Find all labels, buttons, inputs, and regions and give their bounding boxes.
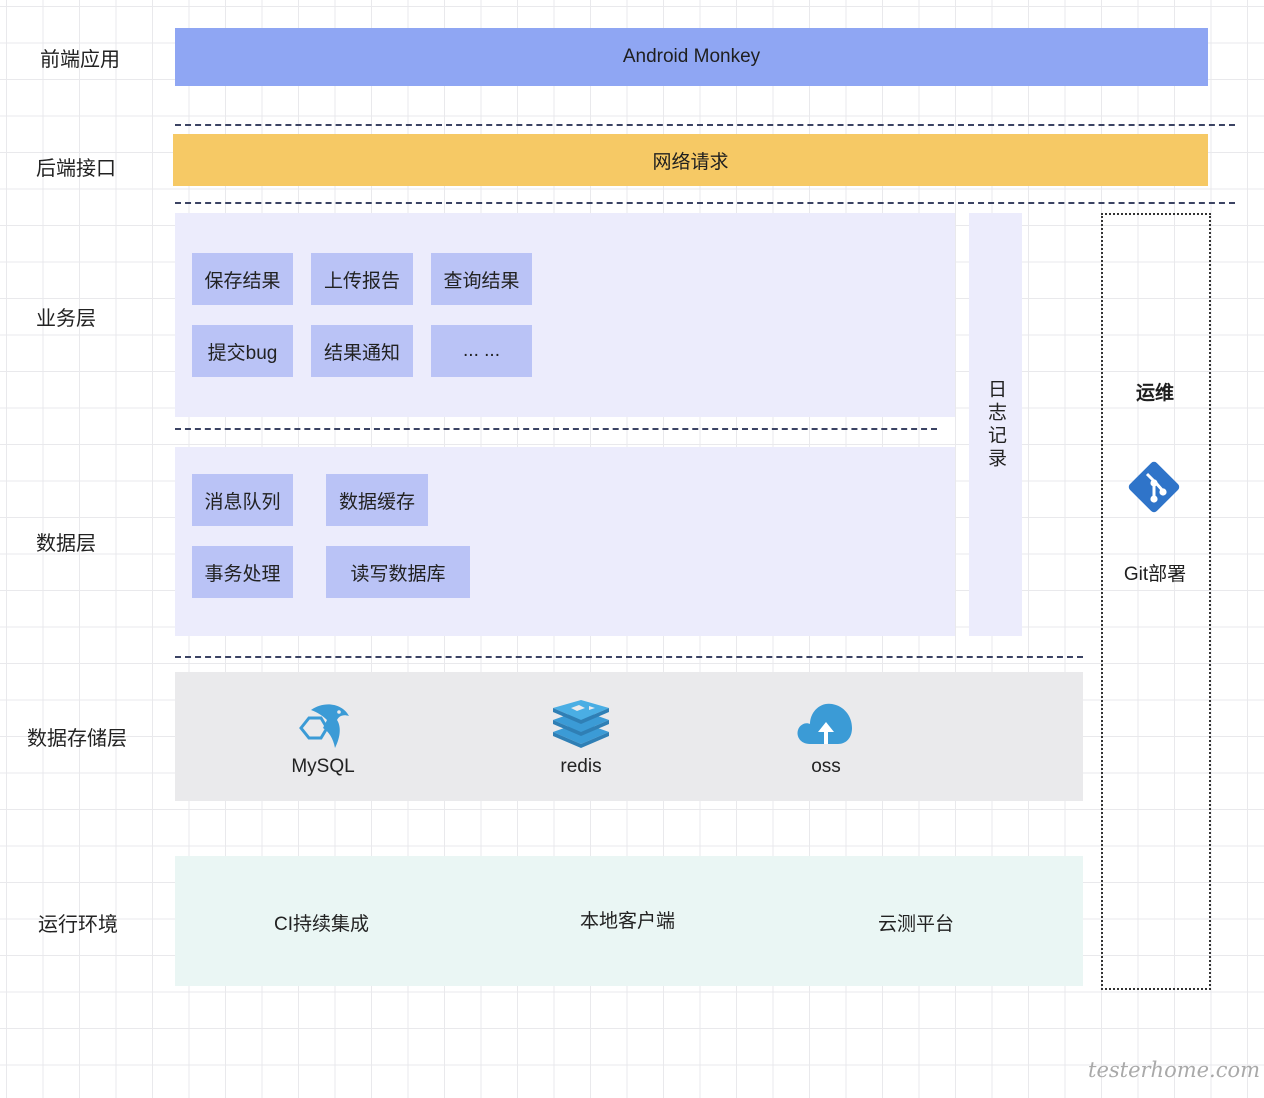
layer-label-business: 业务层 bbox=[36, 308, 96, 330]
cloud-upload-icon bbox=[797, 703, 852, 744]
redis-label: redis bbox=[560, 756, 602, 777]
business-panel bbox=[175, 213, 955, 417]
layer-label-storage: 数据存储层 bbox=[27, 728, 127, 750]
data-chip: 事务处理 bbox=[192, 546, 293, 598]
data-chip: 消息队列 bbox=[192, 474, 293, 526]
mysql-icon bbox=[299, 704, 349, 748]
runtime-item-local-client: 本地客户端 bbox=[580, 911, 676, 932]
runtime-item-cloud-test: 云测平台 bbox=[878, 914, 955, 935]
storage-item-redis: redis bbox=[526, 700, 636, 778]
storage-item-oss: oss bbox=[771, 700, 881, 778]
log-column: 日志记录 bbox=[969, 213, 1022, 636]
layer-label-backend: 后端接口 bbox=[36, 158, 116, 180]
divider-line bbox=[175, 124, 1235, 126]
ops-title: 运维 bbox=[1135, 383, 1174, 404]
git-icon bbox=[1128, 461, 1180, 513]
layer-label-frontend: 前端应用 bbox=[40, 49, 120, 71]
log-label: 日志记录 bbox=[985, 378, 1006, 471]
frontend-bar-label: Android Monkey bbox=[622, 46, 761, 67]
business-chip: ... ... bbox=[431, 325, 532, 377]
business-chip: 保存结果 bbox=[192, 253, 293, 305]
watermark: testerhome.com bbox=[1088, 1058, 1261, 1082]
runtime-item-ci: CI持续集成 bbox=[274, 914, 370, 935]
ops-box bbox=[1101, 213, 1211, 990]
oss-label: oss bbox=[811, 756, 841, 777]
storage-item-mysql: MySQL bbox=[268, 700, 378, 778]
business-chip: 上传报告 bbox=[311, 253, 413, 305]
mysql-label: MySQL bbox=[291, 756, 355, 777]
data-chip: 数据缓存 bbox=[326, 474, 428, 526]
divider-line bbox=[175, 202, 1235, 204]
data-panel bbox=[175, 447, 955, 636]
backend-bar: 网络请求 bbox=[173, 134, 1208, 186]
redis-icon bbox=[553, 700, 609, 748]
business-chip: 结果通知 bbox=[311, 325, 413, 377]
runtime-panel bbox=[175, 856, 1083, 986]
data-chip: 读写数据库 bbox=[326, 546, 470, 598]
layer-label-data: 数据层 bbox=[36, 533, 96, 555]
backend-bar-label: 网络请求 bbox=[652, 151, 729, 173]
frontend-bar: Android Monkey bbox=[175, 28, 1208, 86]
business-chip: 提交bug bbox=[192, 325, 293, 377]
divider-line bbox=[175, 656, 1083, 658]
divider-line bbox=[175, 428, 937, 430]
git-deploy-label: Git部署 bbox=[1123, 564, 1187, 585]
storage-panel bbox=[175, 672, 1083, 801]
layer-label-runtime: 运行环境 bbox=[38, 914, 118, 936]
business-chip: 查询结果 bbox=[431, 253, 532, 305]
